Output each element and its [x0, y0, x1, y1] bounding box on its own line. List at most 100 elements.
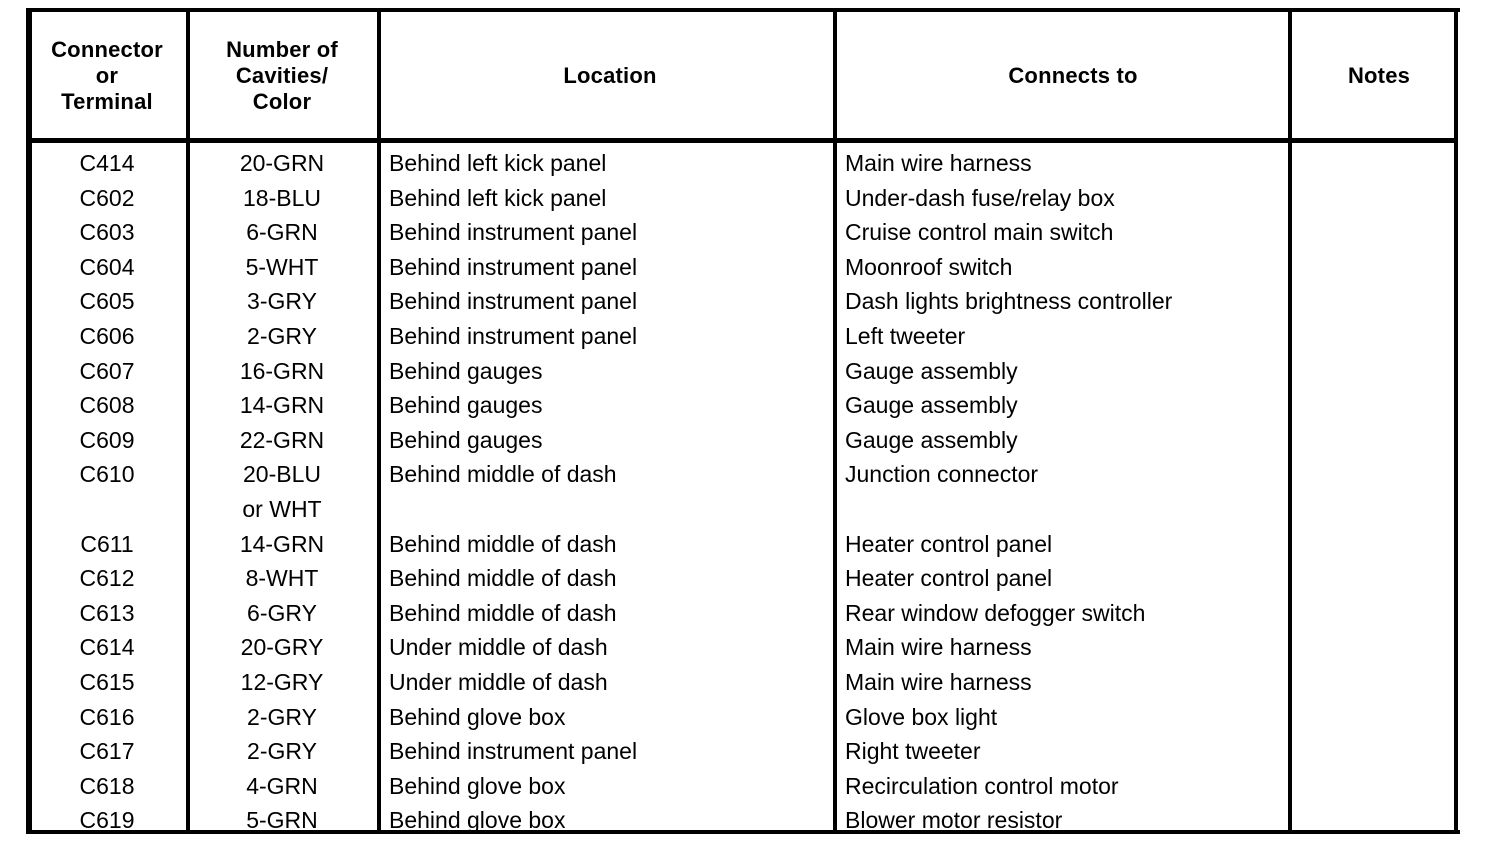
cell-connector [32, 492, 182, 527]
cell-connector: C603 [79, 219, 135, 246]
cell-connects-to: Gauge assembly [845, 357, 1018, 384]
cell-connector: C604 [79, 253, 135, 280]
cell-notes [1292, 700, 1444, 735]
cell-location: Behind gauges [389, 357, 543, 384]
cell-connects-to: Recirculation control motor [845, 772, 1119, 799]
cell-cavities: or WHT [242, 495, 322, 522]
cell-connects-to: Glove box light [845, 703, 998, 730]
cell-notes [1292, 561, 1444, 596]
cell-location: Under middle of dash [389, 634, 608, 661]
cell-location: Behind gauges [389, 392, 543, 419]
cell-location: Behind instrument panel [389, 219, 638, 246]
header-divider-2 [377, 12, 381, 140]
cell-notes [1292, 284, 1444, 319]
header-line: Location [563, 63, 657, 88]
body-divider-2 [377, 143, 381, 834]
header-number-of-cavities-color: Number of Cavities/ Color [194, 12, 370, 140]
cell-connector: C618 [79, 772, 135, 799]
cell-location: Behind left kick panel [389, 184, 607, 211]
cell-connects-to: Heater control panel [845, 565, 1053, 592]
table-outer-border [26, 8, 1460, 834]
cell-cavities: 20-GRY [240, 634, 324, 661]
cell-connects-to: Right tweeter [845, 738, 981, 765]
cell-connector: C613 [79, 599, 135, 626]
cell-cavities: 3-GRY [247, 288, 317, 315]
cell-cavities: 4-GRN [246, 772, 318, 799]
cell-connects-to: Under-dash fuse/relay box [845, 184, 1115, 211]
cell-connector: C617 [79, 738, 135, 765]
cell-connects-to: Main wire harness [845, 668, 1032, 695]
cell-connects-to: Main wire harness [845, 634, 1032, 661]
header-line: Connects to [1008, 63, 1138, 88]
cell-notes [1292, 250, 1444, 285]
cell-notes [1292, 423, 1444, 458]
cell-location: Behind instrument panel [389, 738, 638, 765]
header-line: Terminal [61, 89, 153, 114]
cell-cavities: 20-BLU [243, 461, 321, 488]
cell-notes [1292, 319, 1444, 354]
header-divider-3 [833, 12, 837, 140]
cell-cavities: 2-GRY [247, 738, 317, 765]
header-line: Number of [226, 37, 338, 62]
cell-cavities: 22-GRN [239, 426, 325, 453]
cell-notes [1292, 457, 1444, 492]
cell-cavities: 5-GRN [246, 807, 318, 834]
cell-connects-to: Main wire harness [845, 150, 1032, 176]
cell-connector: C602 [79, 184, 135, 211]
cell-notes [1292, 146, 1444, 181]
cell-location: Under middle of dash [389, 668, 608, 695]
cell-connector: C414 [79, 150, 135, 176]
cell-location: Behind middle of dash [389, 461, 617, 488]
cell-notes [1292, 181, 1444, 216]
header-line: or [95, 63, 119, 88]
cell-cavities: 5-WHT [245, 253, 319, 280]
header-connects-to: Connects to [847, 12, 1299, 140]
cell-notes [1292, 769, 1444, 804]
cell-notes [1292, 492, 1444, 527]
cell-cavities: 20-GRN [239, 150, 325, 176]
cell-location: Behind glove box [389, 772, 566, 799]
cell-connector: C606 [79, 322, 135, 349]
cell-connects-to: Junction connector [845, 461, 1039, 488]
cell-connects-to [845, 492, 1275, 527]
column-notes [1292, 146, 1444, 838]
cell-cavities: 6-GRY [247, 599, 317, 626]
cell-cavities: 14-GRN [239, 530, 325, 557]
cell-cavities: 6-GRN [246, 219, 318, 246]
cell-connector: C619 [79, 807, 135, 834]
header-line: Color [252, 89, 312, 114]
header-divider-4 [1288, 12, 1292, 140]
cell-connects-to: Cruise control main switch [845, 219, 1114, 246]
cell-connector: C612 [79, 565, 135, 592]
cell-connector: C605 [79, 288, 135, 315]
header-location: Location [384, 12, 836, 140]
cell-cavities: 2-GRY [247, 322, 317, 349]
cell-location: Behind middle of dash [389, 530, 617, 557]
cell-location: Behind middle of dash [389, 565, 617, 592]
cell-notes [1292, 734, 1444, 769]
cell-location [389, 492, 825, 527]
cell-connector: C611 [80, 530, 134, 557]
header-line: Connector [51, 37, 163, 62]
cell-cavities: 2-GRY [247, 703, 317, 730]
cell-cavities: 14-GRN [239, 392, 325, 419]
cell-connects-to: Left tweeter [845, 322, 966, 349]
cell-connects-to: Gauge assembly [845, 426, 1018, 453]
cell-location: Behind glove box [389, 807, 566, 834]
cell-cavities: 16-GRN [239, 357, 325, 384]
cell-connector: C607 [79, 357, 135, 384]
header-connector-or-terminal: Connector or Terminal [32, 12, 182, 140]
header-divider-1 [186, 12, 190, 140]
body-divider-3 [833, 143, 837, 834]
cell-location: Behind instrument panel [389, 288, 638, 315]
cell-connector: C608 [79, 392, 135, 419]
header-notes: Notes [1304, 12, 1454, 140]
cell-location: Behind instrument panel [389, 322, 638, 349]
cell-notes [1292, 354, 1444, 389]
cell-notes [1292, 527, 1444, 562]
cell-connector: C609 [79, 426, 135, 453]
